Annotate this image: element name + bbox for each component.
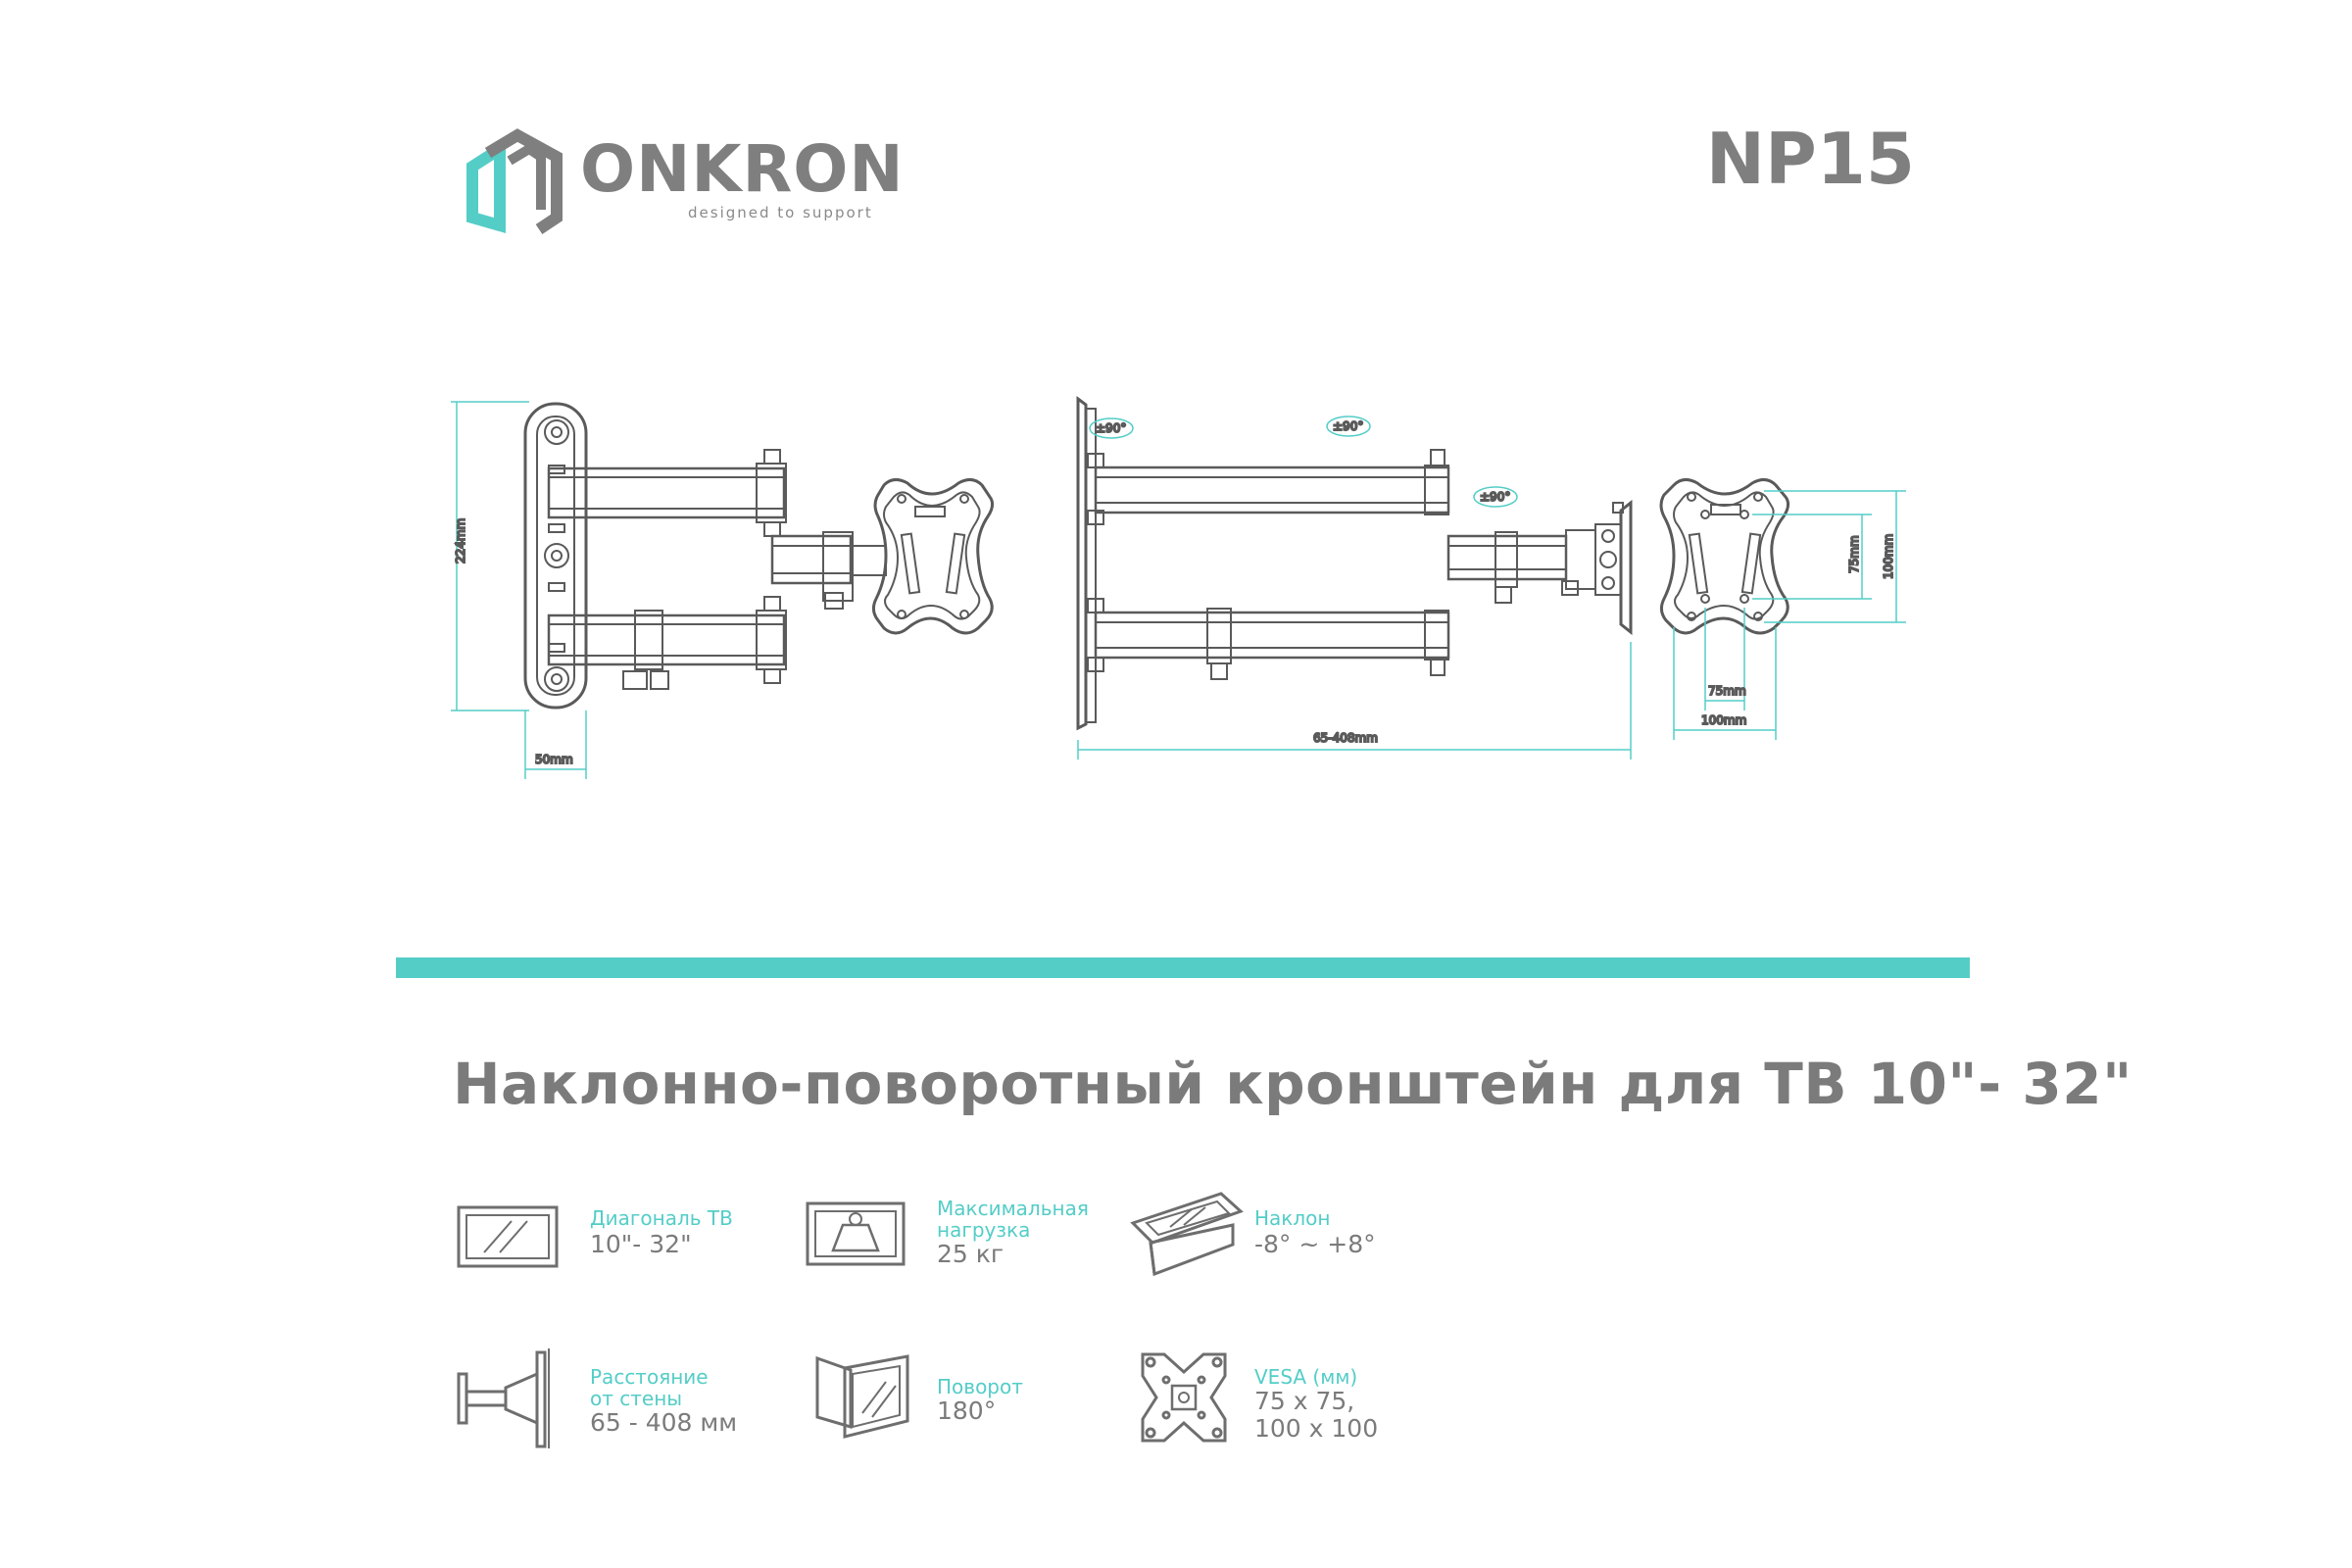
brand-tagline: designed to support bbox=[688, 204, 873, 221]
vesa-100-horizontal-label: 100mm bbox=[1701, 713, 1746, 727]
spec-label-max-load: Максимальная нагрузка bbox=[937, 1197, 1089, 1242]
tv-screen-icon bbox=[457, 1205, 559, 1268]
spec-label-tilt: Наклон bbox=[1254, 1206, 1331, 1230]
front-view-drawing bbox=[451, 401, 995, 779]
spec-value-swivel: 180° bbox=[937, 1396, 997, 1425]
technical-drawings: 224mm 50mm ±90° bbox=[451, 396, 1906, 779]
spec-value-vesa: 75 x 75, 100 x 100 bbox=[1254, 1387, 1379, 1443]
side-view-drawing bbox=[1076, 396, 1633, 760]
height-dimension-label: 224mm bbox=[454, 518, 467, 564]
wall-distance-icon bbox=[457, 1348, 550, 1448]
depth-dimension-label: 50mm bbox=[535, 753, 573, 766]
accent-divider bbox=[396, 957, 1970, 978]
extension-dimension-label: 65-408mm bbox=[1313, 731, 1378, 745]
rotation-label-2: ±90° bbox=[1333, 419, 1363, 433]
spec-label-diagonal: Диагональ ТВ bbox=[590, 1206, 733, 1230]
cube-logo-icon bbox=[466, 128, 563, 234]
weight-icon bbox=[806, 1201, 906, 1266]
spec-label-swivel: Поворот bbox=[937, 1375, 1023, 1398]
rotation-label-3: ±90° bbox=[1480, 490, 1510, 504]
vesa-75-vertical-label: 75mm bbox=[1847, 535, 1861, 573]
spec-value-diagonal: 10"- 32" bbox=[590, 1230, 692, 1258]
spec-value-tilt: -8° ~ +8° bbox=[1254, 1230, 1376, 1258]
brand-name: ONKRON bbox=[580, 131, 905, 207]
tilt-icon bbox=[1130, 1192, 1244, 1277]
vesa-75-horizontal-label: 75mm bbox=[1708, 684, 1746, 698]
swivel-icon bbox=[815, 1354, 909, 1439]
spec-label-wall-distance: Расстояние от стены bbox=[590, 1365, 709, 1410]
rotation-label-1: ±90° bbox=[1096, 421, 1126, 435]
spec-value-max-load: 25 кг bbox=[937, 1240, 1004, 1268]
vesa-plate-drawing bbox=[1659, 478, 1906, 740]
vesa-100-vertical-label: 100mm bbox=[1882, 534, 1895, 579]
spec-label-vesa: VESA (мм) bbox=[1254, 1365, 1358, 1389]
product-title: Наклонно-поворотный кронштейн для ТВ 10"… bbox=[453, 1051, 2132, 1117]
vesa-plate-icon bbox=[1141, 1352, 1227, 1443]
spec-value-wall-distance: 65 - 408 мм bbox=[590, 1408, 738, 1437]
model-number: NP15 bbox=[1705, 118, 1915, 200]
